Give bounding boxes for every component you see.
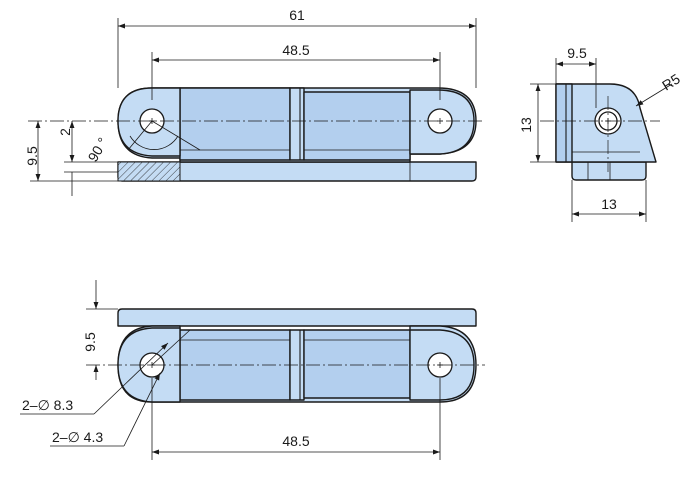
barrel-left (179, 87, 291, 161)
barrel-gap (289, 87, 305, 161)
dim-side-base: 13 (601, 196, 617, 212)
barrel-right (303, 91, 411, 161)
section-hatch (117, 161, 181, 182)
bottom-view: 9.5 2–∅ 8.3 2–∅ 4.3 48.5 (20, 280, 485, 460)
front-view: 61 48.5 9.5 2 90 ° (24, 7, 485, 196)
dim-height-bottom: 9.5 (82, 332, 98, 352)
dim-hole-large: 2–∅ 8.3 (22, 397, 73, 413)
dim-overall-length: 61 (289, 7, 305, 23)
dim-step: 2 (57, 128, 73, 136)
dim-side-height: 13 (518, 117, 534, 133)
dim-hole-small: 2–∅ 4.3 (52, 429, 103, 445)
dim-side-width: 9.5 (567, 45, 587, 61)
dim-angle: 90 ° (84, 135, 110, 165)
dim-hole-spacing-top: 48.5 (282, 42, 309, 58)
dim-hole-spacing-bottom: 48.5 (282, 433, 309, 449)
side-flange (555, 83, 573, 163)
side-view: 9.5 R5 13 13 (518, 45, 683, 222)
dim-height-left: 9.5 (24, 146, 40, 166)
side-base (571, 161, 647, 181)
bottom-plate (117, 308, 477, 327)
